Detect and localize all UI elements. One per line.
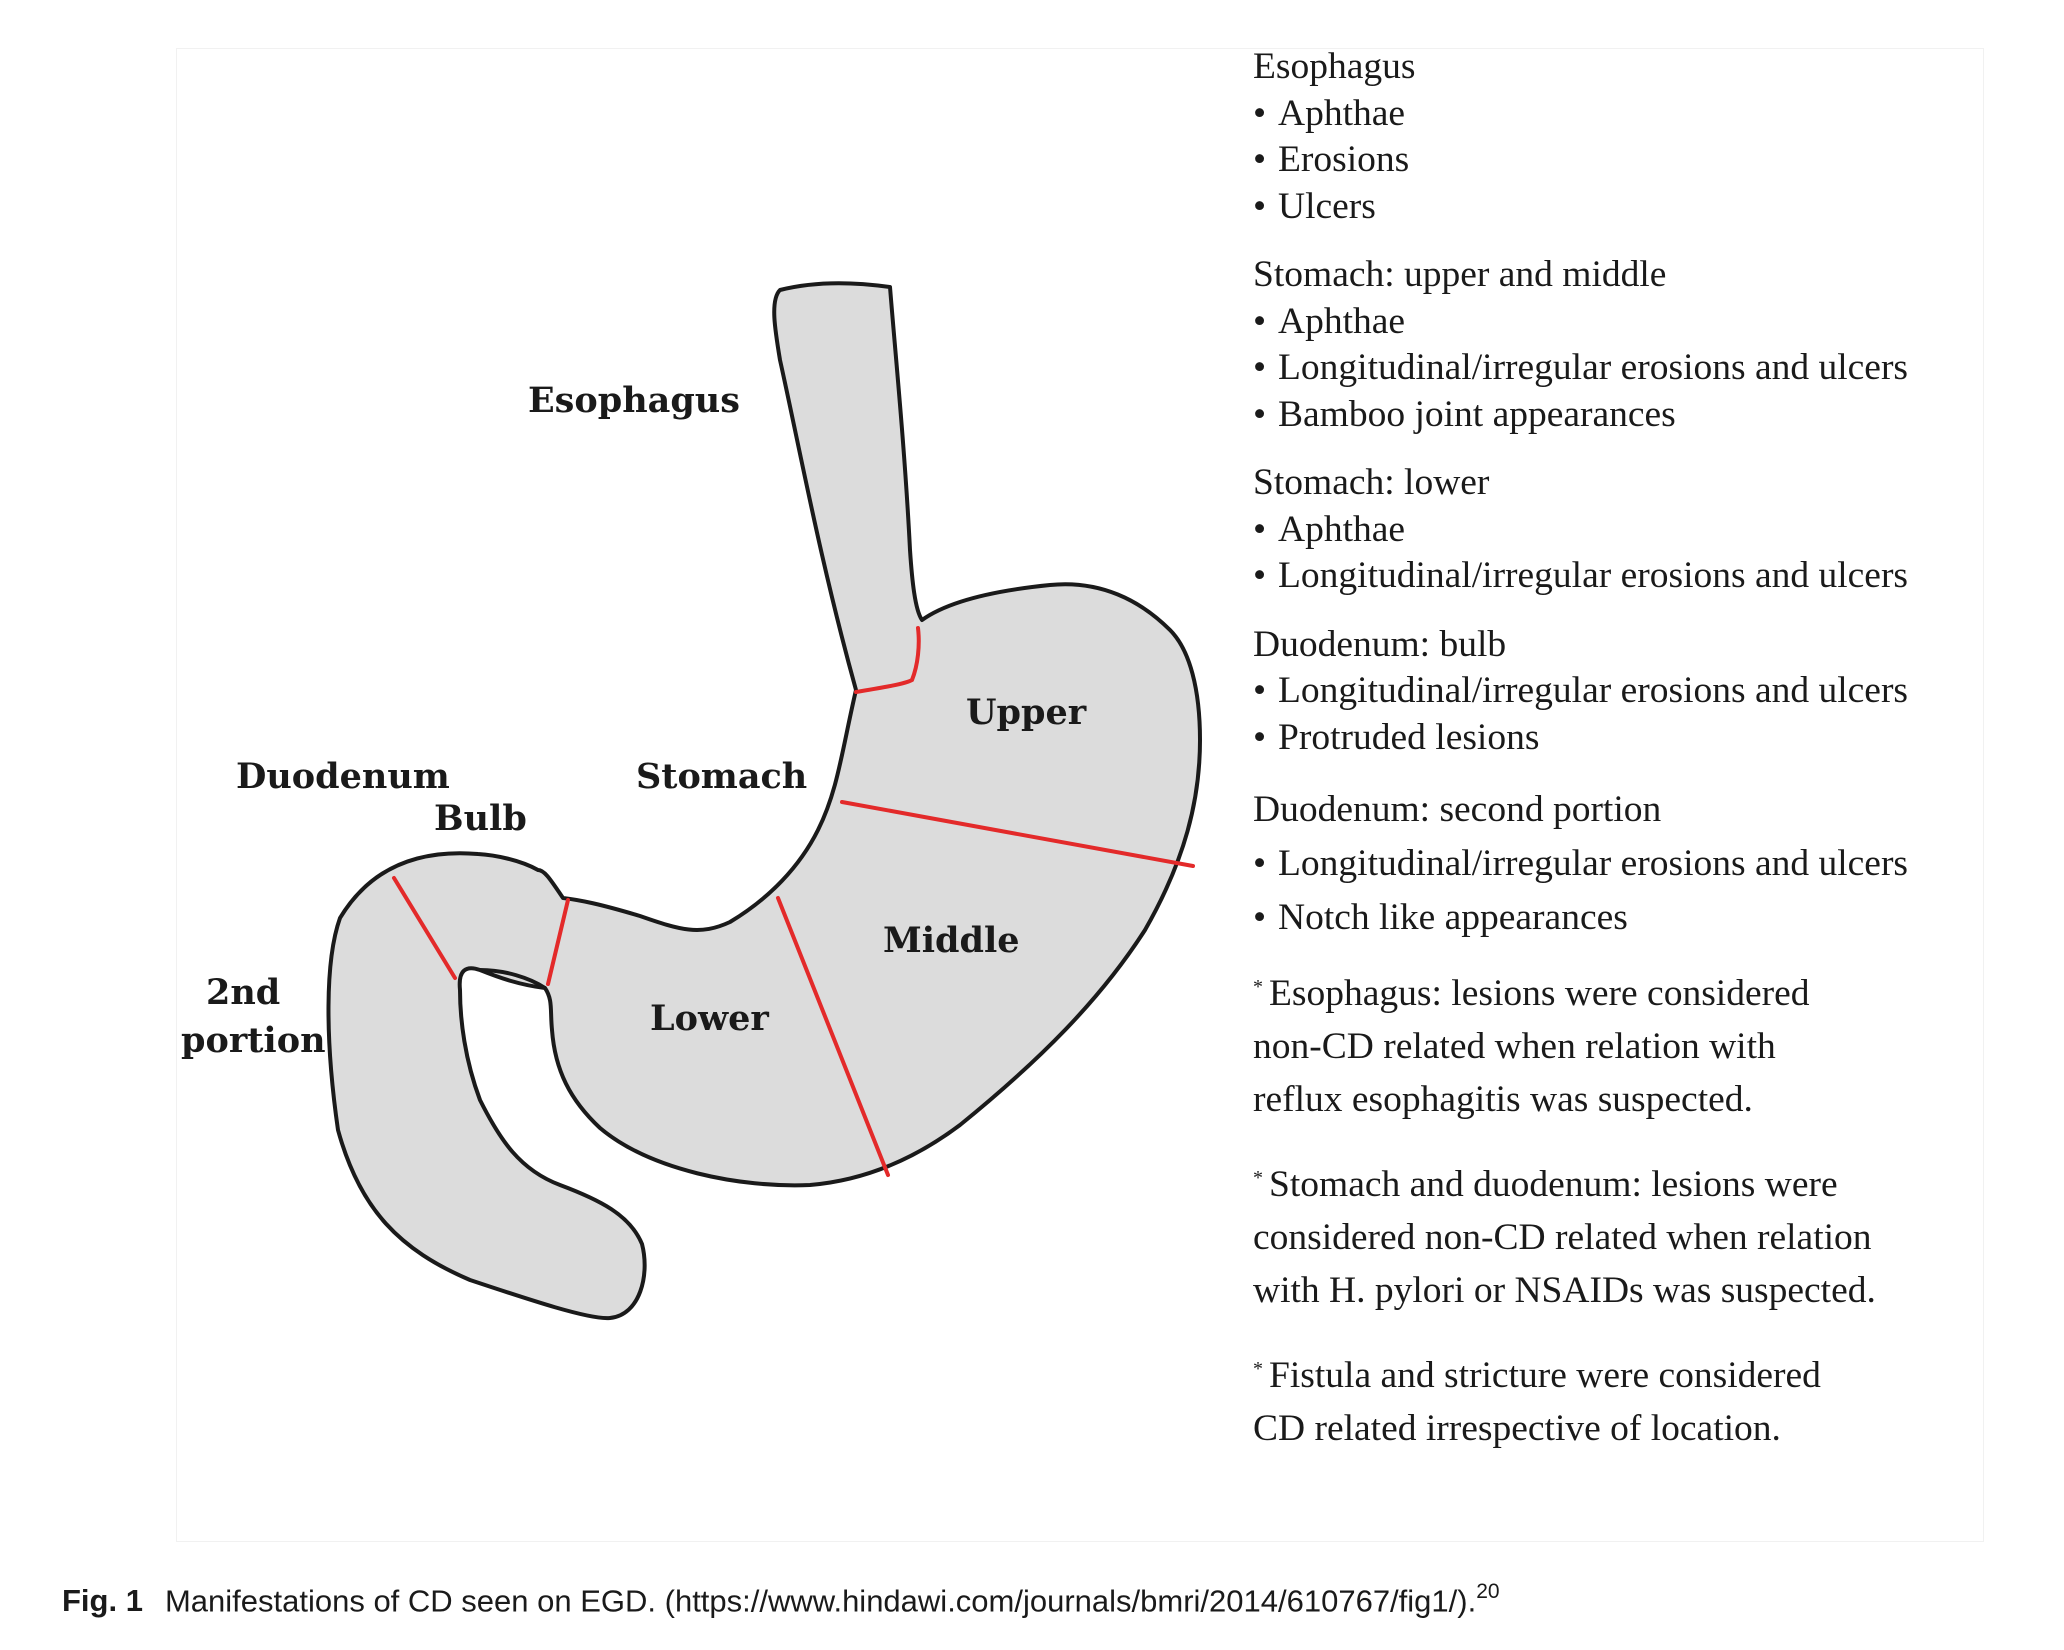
legend-item: •Ulcers: [1253, 185, 1376, 227]
legend-heading: Stomach: lower: [1253, 462, 1490, 503]
stomach-label: Stomach: [636, 756, 807, 797]
note-asterisk: *: [1253, 1358, 1263, 1380]
legend-note-fistula-stricture: *Fistula and stricture were considered C…: [1253, 1355, 1821, 1449]
figure-caption: Fig. 1 Manifestations of CD seen on EGD. …: [62, 1580, 2012, 1619]
legend-heading: Duodenum: second portion: [1253, 789, 1662, 830]
legend-item: •Aphthae: [1253, 508, 1406, 550]
legend-item: •Bamboo joint appearances: [1253, 393, 1676, 435]
legend-note-esophagus: *Esophagus: lesions were considered non-…: [1253, 973, 1810, 1120]
esophagus-label: Esophagus: [528, 380, 740, 421]
second-portion-label-line1: 2nd: [206, 972, 280, 1013]
legend-item: •Longitudinal/irregular erosions and ulc…: [1253, 347, 1909, 388]
boundary-stomach-bulb: [546, 898, 570, 986]
caption-text: Manifestations of CD seen on EGD. (https…: [164, 1583, 1477, 1619]
legend-item: •Notch like appearances: [1253, 897, 1628, 938]
note-asterisk: *: [1253, 976, 1263, 998]
figure-label: Fig. 1: [62, 1583, 143, 1619]
reference-number: 20: [1476, 1580, 1500, 1603]
legend-note-stomach-duodenum: *Stomach and duodenum: lesions were cons…: [1253, 1164, 1876, 1311]
middle-region-label: Middle: [883, 920, 1020, 961]
lower-region-label: Lower: [650, 998, 769, 1039]
boundary-bulb-second-portion: [392, 876, 457, 980]
legend-item: •Protruded lesions: [1253, 716, 1540, 758]
boundary-middle-lower: [776, 896, 890, 1177]
legend-section-esophagus: Esophagus •Aphthae •Erosions •Ulcers: [1253, 44, 1993, 230]
legend-item: •Aphthae: [1253, 92, 1406, 134]
duodenum-label: Duodenum: [236, 756, 450, 797]
legend-item: •Longitudinal/irregular erosions and ulc…: [1253, 843, 1909, 884]
note-asterisk: *: [1253, 1167, 1263, 1189]
legend-section-stomach-upper-middle: Stomach: upper and middle •Aphthae •Long…: [1253, 252, 1993, 438]
legend-heading: Duodenum: bulb: [1253, 623, 1507, 665]
legend-item: •Longitudinal/irregular erosions and ulc…: [1253, 555, 1909, 596]
legend-section-stomach-lower: Stomach: lower •Aphthae •Longitudinal/ir…: [1253, 460, 1993, 600]
legend-item: •Erosions: [1253, 139, 1410, 180]
upper-region-label: Upper: [966, 692, 1087, 733]
legend-section-duodenum-bulb: Duodenum: bulb •Longitudinal/irregular e…: [1253, 622, 1993, 762]
legend-heading: Stomach: upper and middle: [1253, 254, 1667, 295]
legend-section-duodenum-second-portion: Duodenum: second portion •Longitudinal/i…: [1253, 783, 1993, 945]
legend-item: •Longitudinal/irregular erosions and ulc…: [1253, 670, 1909, 711]
legend-heading: Esophagus: [1253, 46, 1416, 87]
boundary-esophagus-stomach: [854, 626, 921, 694]
findings-legend: Esophagus •Aphthae •Erosions •Ulcers Sto…: [1253, 44, 1993, 1487]
bulb-label: Bulb: [434, 798, 527, 839]
second-portion-label-line2: portion: [181, 1020, 326, 1061]
legend-item: •Aphthae: [1253, 300, 1406, 342]
boundary-upper-middle: [840, 800, 1195, 868]
